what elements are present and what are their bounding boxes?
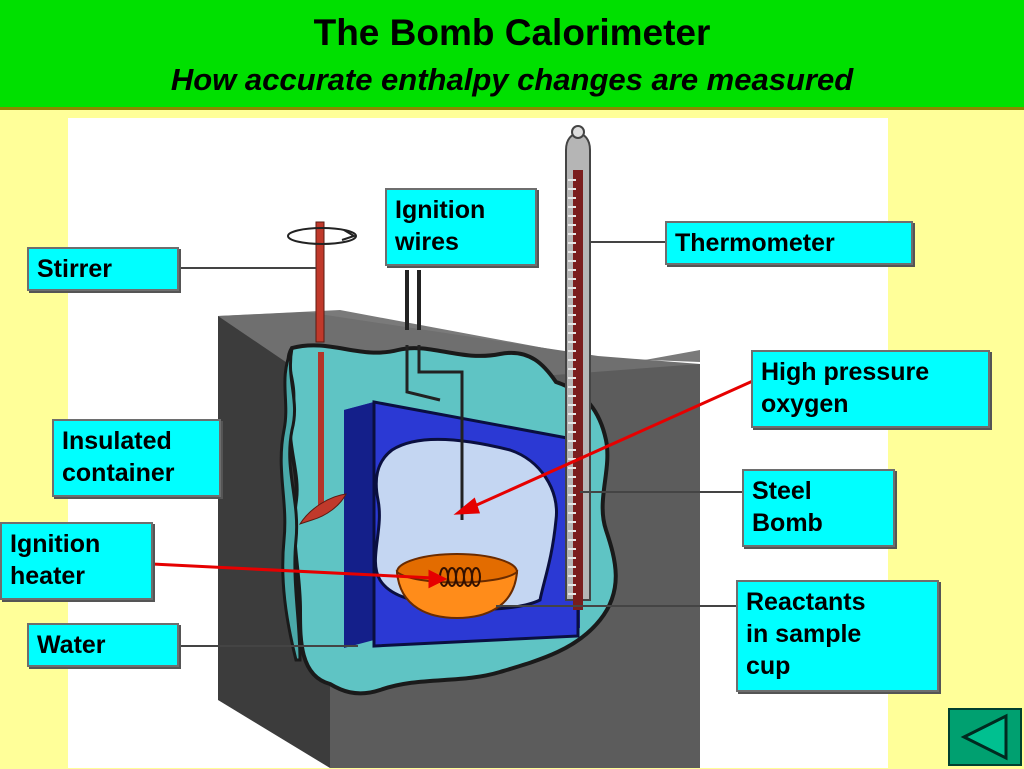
stirrer bbox=[287, 221, 357, 525]
back-button[interactable] bbox=[948, 708, 1022, 766]
slide-title: The Bomb Calorimeter bbox=[313, 12, 711, 53]
label-steel-bomb: Steel Bomb bbox=[742, 469, 895, 547]
red-arrows bbox=[151, 378, 756, 589]
back-triangle-icon bbox=[960, 713, 1008, 761]
thermometer-ticks bbox=[568, 179, 576, 595]
title-bar: The Bomb Calorimeter How accurate enthal… bbox=[0, 0, 1024, 110]
label-insulated-container: Insulated container bbox=[52, 419, 221, 497]
slide-subtitle: How accurate enthalpy changes are measur… bbox=[170, 62, 854, 97]
water-left-strip bbox=[279, 347, 302, 662]
leader-lines bbox=[178, 241, 742, 647]
label-reactants: Reactants in sample cup bbox=[736, 580, 939, 692]
ignition-wires bbox=[405, 270, 464, 520]
bomb-left-side bbox=[344, 402, 374, 648]
label-thermometer: Thermometer bbox=[665, 221, 913, 265]
thermometer bbox=[565, 125, 591, 610]
label-high-pressure-oxygen: High pressure oxygen bbox=[751, 350, 990, 428]
label-stirrer: Stirrer bbox=[27, 247, 179, 291]
label-ignition-heater: Ignition heater bbox=[0, 522, 153, 600]
label-water: Water bbox=[27, 623, 179, 667]
label-ignition-wires: Ignition wires bbox=[385, 188, 537, 266]
